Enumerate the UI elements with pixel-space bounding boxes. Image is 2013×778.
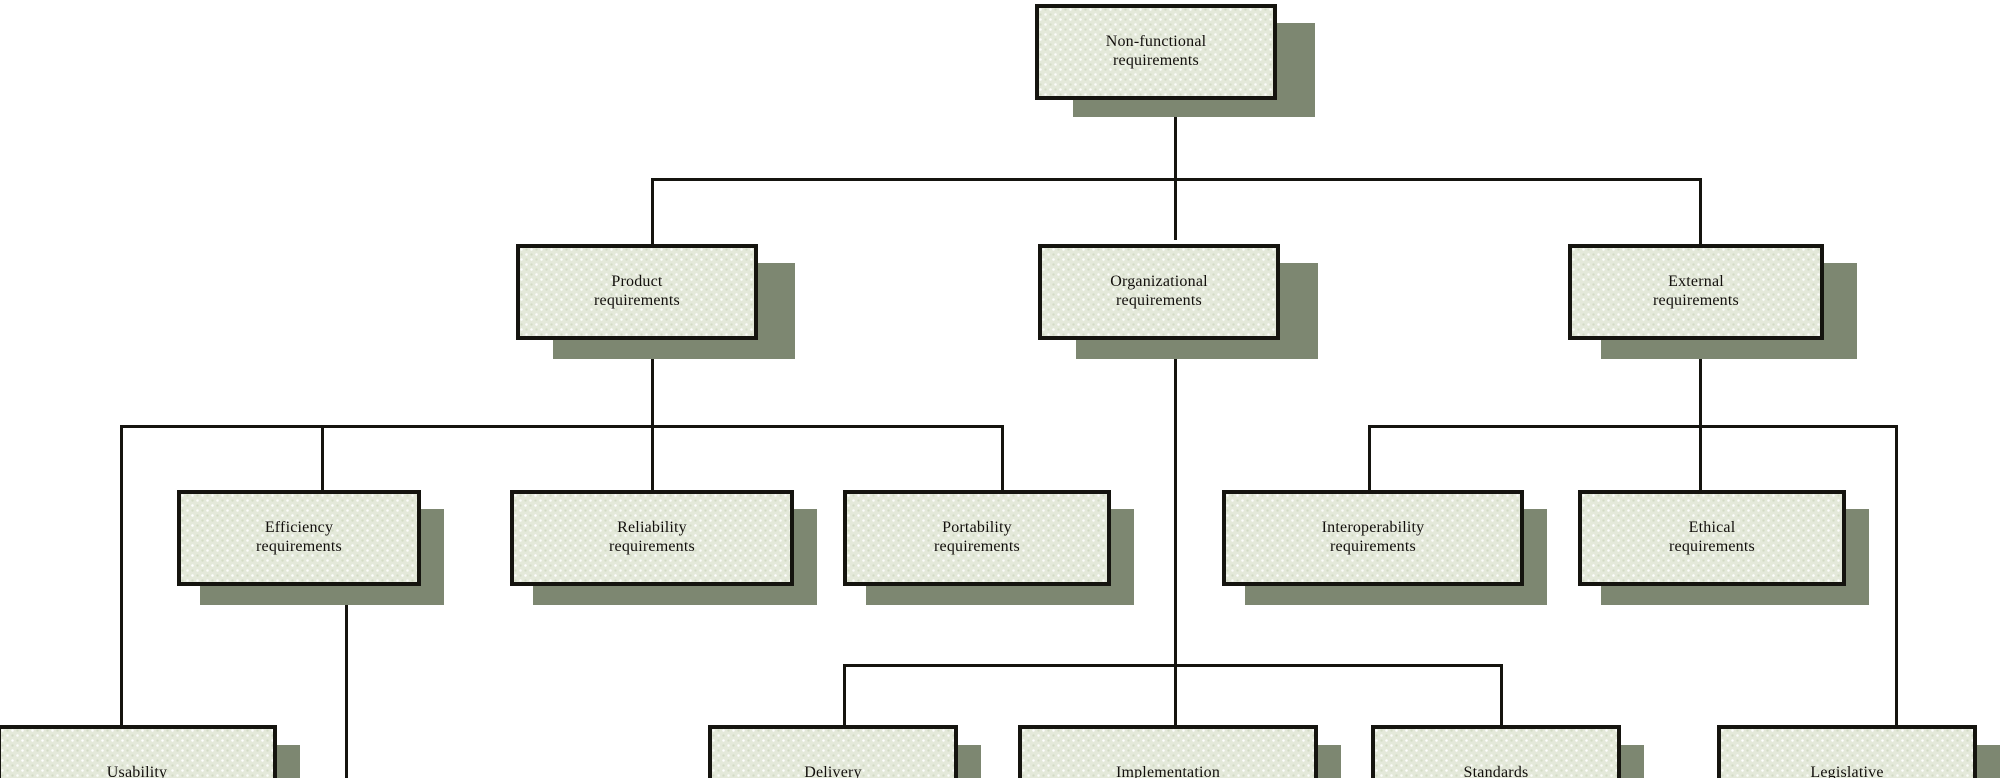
node-label-line1: Portability <box>942 519 1012 537</box>
edge-efficiency-stem <box>345 585 348 778</box>
node-label-line2: requirements <box>1669 538 1755 555</box>
node-root-non-functional-requirements[interactable]: Non-functional requirements <box>1035 4 1277 100</box>
node-label-line1: Usability <box>106 763 168 778</box>
edge-external-bus <box>1368 425 1898 428</box>
node-label-line2: requirements <box>609 538 695 555</box>
node-label-line1: External <box>1668 273 1724 291</box>
node-external-requirements[interactable]: External requirements <box>1568 244 1824 340</box>
edge-product-to-efficiency <box>321 425 324 490</box>
node-ethical-requirements[interactable]: Ethical requirements <box>1578 490 1846 586</box>
edge-root-stem <box>1174 100 1177 240</box>
edge-external-to-interoperability <box>1368 425 1371 490</box>
node-label-line1: Delivery <box>804 763 862 778</box>
edge-product-to-reliability <box>651 425 654 490</box>
edge-external-stem <box>1699 336 1702 428</box>
node-label-line1: Legislative <box>1810 763 1884 778</box>
edge-external-to-legislative <box>1895 425 1898 725</box>
node-label-line2: requirements <box>1330 538 1416 555</box>
node-label-line2: requirements <box>1116 292 1202 309</box>
node-usability[interactable]: Usability <box>0 725 277 778</box>
node-efficiency-requirements[interactable]: Efficiency requirements <box>177 490 421 586</box>
node-delivery[interactable]: Delivery <box>708 725 958 778</box>
edge-root-to-product <box>651 178 654 244</box>
node-label-line1: Product <box>611 273 663 291</box>
edge-organizational-bus <box>843 664 1503 667</box>
node-reliability-requirements[interactable]: Reliability requirements <box>510 490 794 586</box>
node-label-line1: Reliability <box>617 519 687 537</box>
edge-organizational-to-delivery <box>843 664 846 725</box>
edge-organizational-stem <box>1174 336 1177 725</box>
node-label-line1: Organizational <box>1110 273 1208 291</box>
node-label-line2: requirements <box>934 538 1020 555</box>
node-label-line1: Non-functional <box>1105 33 1207 51</box>
node-standards[interactable]: Standards <box>1371 725 1621 778</box>
node-label-line2: requirements <box>1653 292 1739 309</box>
node-interoperability-requirements[interactable]: Interoperability requirements <box>1222 490 1524 586</box>
edge-product-to-usability <box>120 425 123 725</box>
node-label-line1: Standards <box>1463 763 1529 778</box>
node-legislative[interactable]: Legislative <box>1717 725 1977 778</box>
edge-product-bus <box>120 425 1004 428</box>
node-label-line2: requirements <box>594 292 680 309</box>
node-label-line2: requirements <box>256 538 342 555</box>
node-label-line1: Ethical <box>1688 519 1736 537</box>
node-organizational-requirements[interactable]: Organizational requirements <box>1038 244 1280 340</box>
edge-external-to-ethical <box>1699 425 1702 490</box>
node-label-line1: Efficiency <box>264 519 334 537</box>
node-label-line1: Interoperability <box>1321 519 1425 537</box>
node-label-line1: Implementation <box>1115 763 1221 778</box>
edge-root-bus <box>651 178 1702 181</box>
edge-root-to-external <box>1699 178 1702 244</box>
node-portability-requirements[interactable]: Portability requirements <box>843 490 1111 586</box>
edge-organizational-to-standards <box>1500 664 1503 725</box>
node-implementation[interactable]: Implementation <box>1018 725 1318 778</box>
node-product-requirements[interactable]: Product requirements <box>516 244 758 340</box>
edge-product-stem <box>651 336 654 428</box>
node-label-line2: requirements <box>1113 52 1199 69</box>
edge-product-to-portability <box>1001 425 1004 490</box>
